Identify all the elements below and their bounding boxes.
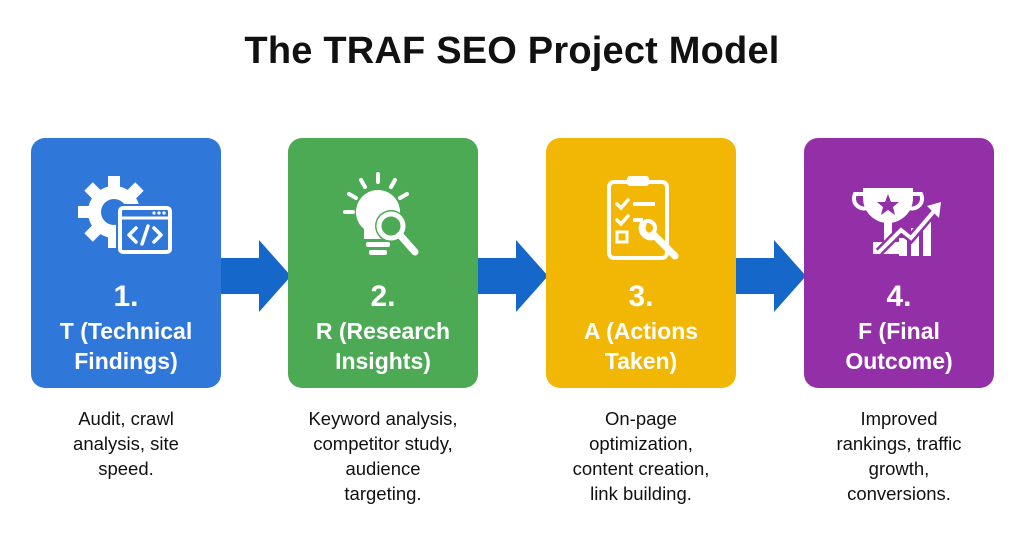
step-label: A (Actions Taken): [546, 316, 736, 376]
desc-line: Keyword analysis,: [308, 408, 458, 429]
lightbulb-magnifier-icon: [343, 172, 419, 256]
desc-line: link building.: [590, 483, 692, 504]
step-label-line: Findings): [74, 348, 178, 374]
desc-line: optimization,: [589, 433, 693, 454]
desc-line: competitor study,: [313, 433, 453, 454]
arrow-right-icon: [221, 240, 291, 312]
step-label: T (Technical Findings): [31, 316, 221, 376]
step-label-line: Outcome): [845, 348, 953, 374]
clipboard-wrench-icon: [607, 176, 679, 260]
trophy-growth-icon: [851, 188, 941, 256]
arrow-right-icon: [736, 240, 806, 312]
step-number: 3.: [628, 280, 654, 313]
step-description: Audit, crawl analysis, site speed.: [16, 406, 236, 481]
step-card-outcome: 4. F (Final Outcome): [804, 138, 994, 388]
step-label-line: T (Technical: [59, 318, 193, 344]
desc-line: Improved: [860, 408, 938, 429]
step-card-technical: 1. T (Technical Findings): [31, 138, 221, 388]
arrow-right-icon: [478, 240, 548, 312]
step-description: Improved rankings, traffic growth, conve…: [789, 406, 1009, 506]
step-label: R (Research Insights): [288, 316, 478, 376]
step-number: 4.: [886, 280, 912, 313]
step-card-actions: 3. A (Actions Taken): [546, 138, 736, 388]
step-label-line: F (Final: [858, 318, 940, 344]
step-label-line: Insights): [335, 348, 431, 374]
step-label-line: Taken): [604, 348, 678, 374]
desc-line: growth,: [868, 458, 930, 479]
desc-line: analysis, site: [73, 433, 179, 454]
diagram-title: The TRAF SEO Project Model: [244, 30, 780, 72]
desc-line: rankings, traffic: [836, 433, 962, 454]
desc-line: speed.: [98, 458, 154, 479]
step-number: 2.: [370, 280, 396, 313]
desc-line: content creation,: [572, 458, 710, 479]
step-description: Keyword analysis, competitor study, audi…: [273, 406, 493, 506]
gear-code-window-icon: [78, 176, 174, 256]
step-card-research: 2. R (Research Insights): [288, 138, 478, 388]
step-label-line: R (Research: [315, 318, 451, 344]
step-description: On-page optimization, content creation, …: [531, 406, 751, 506]
desc-line: audience: [345, 458, 421, 479]
step-label: F (Final Outcome): [804, 316, 994, 376]
step-number: 1.: [113, 280, 139, 313]
desc-line: Audit, crawl: [78, 408, 174, 429]
desc-line: targeting.: [344, 483, 422, 504]
desc-line: conversions.: [847, 483, 951, 504]
step-label-line: A (Actions: [583, 318, 699, 344]
desc-line: On-page: [605, 408, 677, 429]
